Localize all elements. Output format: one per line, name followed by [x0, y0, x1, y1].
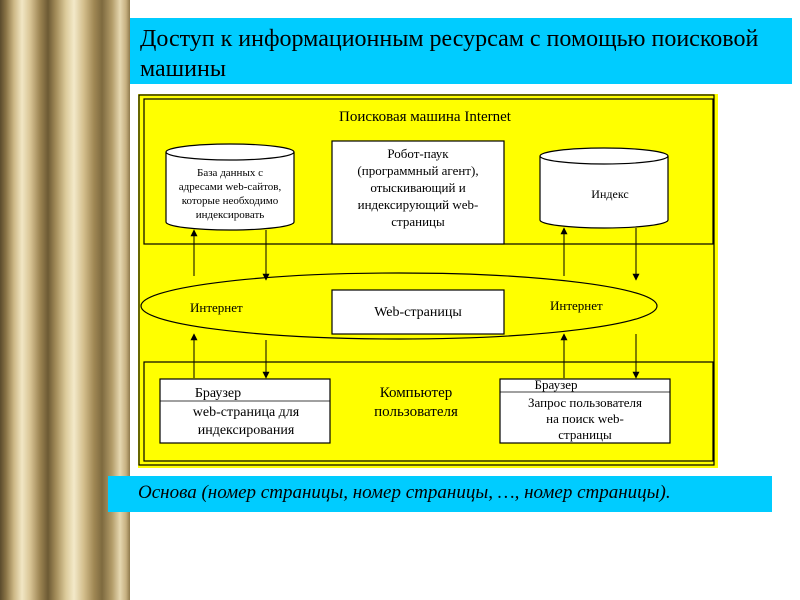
- database-line-3: которые необходимо: [182, 195, 279, 207]
- robot-line-1: Робот-паук: [387, 146, 449, 161]
- browser-right-line-4: страницы: [558, 427, 612, 442]
- caption-banner: Основа (номер страницы, номер страницы, …: [108, 476, 772, 512]
- browser-right-line-3: на поиск web-: [546, 411, 624, 426]
- index-cylinder: Индекс: [539, 147, 669, 229]
- web-pages-label: Web-страницы: [374, 305, 462, 320]
- user-computer-line-1: Компьютер: [380, 385, 453, 401]
- database-line-2: адресами web-сайтов,: [179, 181, 282, 193]
- browser-indexing-box: Браузер web-страница для индексирования: [159, 378, 331, 444]
- web-pages-box: [331, 289, 505, 335]
- browser-left-line-2: web-страница для: [193, 405, 300, 420]
- database-line-1: База данных с: [197, 167, 263, 179]
- database-line-4: индексировать: [196, 209, 265, 221]
- slide-title-banner: Доступ к информационным ресурсам с помощ…: [130, 18, 792, 84]
- search-engine-diagram: Поисковая машина Internet База данных с …: [138, 94, 718, 468]
- user-computer-block: [143, 361, 714, 462]
- robot-line-4: индексирующий web-: [358, 197, 479, 212]
- browser-left-line-3: индексирования: [198, 423, 295, 438]
- slide-title: Доступ к информационным ресурсам с помощ…: [140, 26, 759, 82]
- browser-right-line-2: Запрос пользователя: [528, 395, 642, 410]
- internet-left-label: Интернет: [190, 300, 243, 315]
- internet-right-label: Интернет: [550, 298, 603, 313]
- index-label: Индекс: [591, 187, 628, 201]
- database-cylinder: База данных с адресами web-сайтов, котор…: [165, 143, 295, 231]
- browser-left-line-1: Браузер: [195, 386, 241, 401]
- robot-line-5: страницы: [391, 214, 445, 229]
- caption-text: Основа (номер страницы, номер страницы, …: [138, 482, 671, 503]
- browser-right-line-1: Браузер: [535, 377, 578, 392]
- robot-line-2: (программный агент),: [357, 163, 478, 178]
- robot-line-3: отыскивающий и: [370, 180, 465, 195]
- user-computer-line-2: пользователя: [374, 404, 458, 420]
- search-engine-label: Поисковая машина Internet: [339, 109, 512, 125]
- robot-spider-box: Робот-паук (программный агент), отыскива…: [331, 140, 505, 245]
- browser-search-query-box: Браузер Запрос пользователя на поиск web…: [499, 377, 671, 444]
